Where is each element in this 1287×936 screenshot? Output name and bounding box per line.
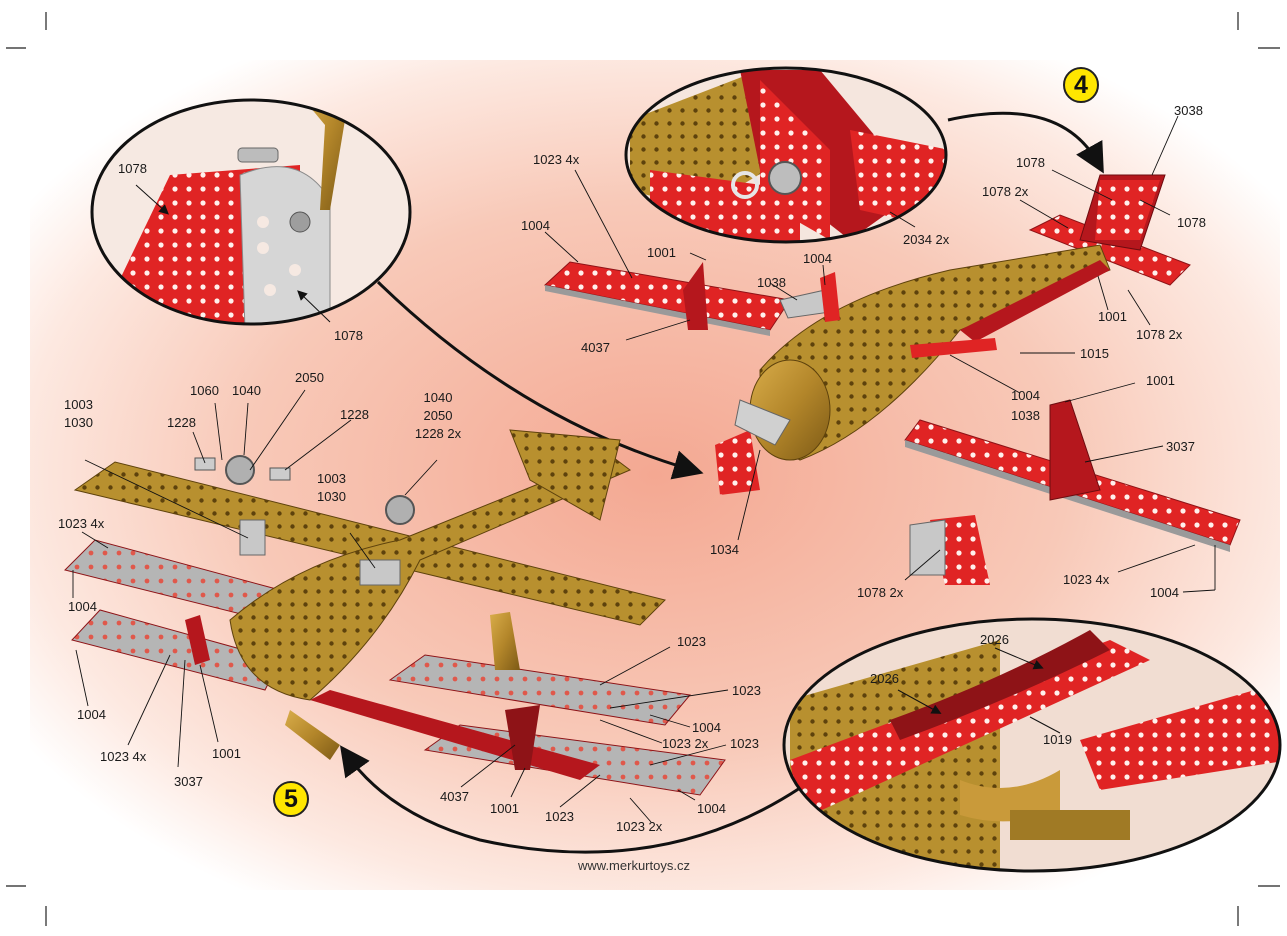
part-label: 1001 [647, 245, 676, 260]
part-label: 1023 [677, 634, 706, 649]
part-label: 1038 [1011, 408, 1040, 423]
part-label: 1078 2x [857, 585, 904, 600]
part-label: 1023 4x [58, 516, 105, 531]
part-label: 1023 4x [1063, 572, 1110, 587]
part-label: 1004 [1150, 585, 1179, 600]
step4-leader-lines [544, 115, 1216, 593]
part-label: 1004 [521, 218, 550, 233]
arrow-to-step4 [376, 280, 704, 480]
inset-top-right [624, 66, 1104, 244]
part-label: 1023 [545, 809, 574, 824]
step-5-badge: 5 [273, 781, 309, 817]
part-label: 1040 [423, 390, 453, 405]
part-label: 4037 [440, 789, 469, 804]
part-label: 1003 [317, 471, 346, 486]
part-label: 1004 [68, 599, 97, 614]
part-label: 1001 [212, 746, 241, 761]
part-label: 1004 [1011, 388, 1040, 403]
part-label: 1078 [1016, 155, 1045, 170]
part-label: 1038 [757, 275, 786, 290]
inset-bottom-right [782, 617, 1282, 873]
part-label: 1228 [167, 415, 196, 430]
part-label: 1023 2x [662, 736, 709, 751]
part-label: 1003 [64, 397, 93, 412]
part-label: 1015 [1080, 346, 1109, 361]
part-label: 1040 [232, 383, 261, 398]
crop-marks [6, 12, 1280, 926]
part-label: 1228 [340, 407, 369, 422]
part-label: 2050 [423, 408, 453, 423]
part-label: 2026 [870, 671, 899, 686]
part-label: 1023 2x [616, 819, 663, 834]
part-label: 1078 2x [982, 184, 1029, 199]
part-label: 1004 [692, 720, 721, 735]
inset-top-left [90, 98, 412, 326]
part-label: 1078 [118, 161, 147, 176]
part-label: 1078 [1177, 215, 1206, 230]
step-4-badge: 4 [1063, 67, 1099, 103]
part-label: 1001 [490, 801, 519, 816]
part-label: 1060 [190, 383, 219, 398]
part-label: 1030 [317, 489, 346, 504]
step5-leader-lines [72, 389, 729, 823]
part-label: 3037 [1166, 439, 1195, 454]
part-label: 1019 [1043, 732, 1072, 747]
website-url: www.merkurtoys.cz [578, 858, 690, 873]
part-label: 1023 4x [100, 749, 147, 764]
part-label: 4037 [581, 340, 610, 355]
part-label: 1001 [1098, 309, 1127, 324]
part-label: 1023 4x [533, 152, 580, 167]
part-label: 1034 [710, 542, 739, 557]
part-label: 1078 2x [1136, 327, 1183, 342]
part-label: 2050 [295, 370, 324, 385]
part-label: 1228 2x [414, 426, 462, 441]
part-label: 1004 [803, 251, 832, 266]
part-label: 3038 [1174, 103, 1203, 118]
arrow-to-step5 [340, 745, 801, 854]
part-label: 1001 [1146, 373, 1175, 388]
part-label: 1078 [334, 328, 363, 343]
part-label: 1023 [730, 736, 759, 751]
part-label: 1023 [732, 683, 761, 698]
part-label: 1030 [64, 415, 93, 430]
step4-model [543, 174, 1241, 585]
part-label: 2034 2x [903, 232, 950, 247]
part-label: 1004 [697, 801, 726, 816]
part-label: 3037 [174, 774, 203, 789]
part-label: 2026 [980, 632, 1009, 647]
part-label: 1004 [77, 707, 106, 722]
